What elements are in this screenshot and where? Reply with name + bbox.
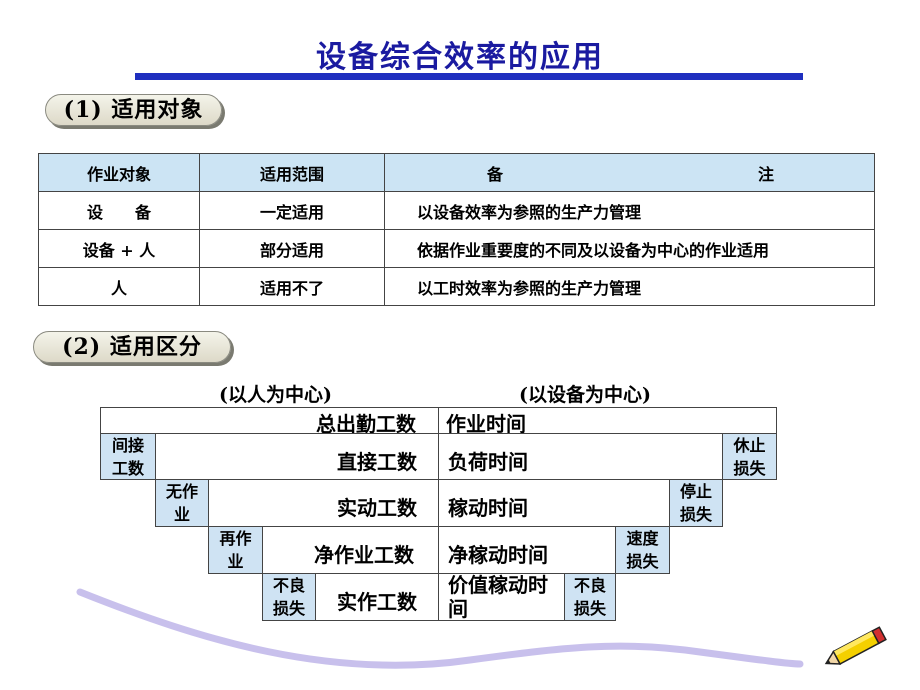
section-1-label: (1) 适用对象	[45, 94, 222, 126]
loss-label: 工数	[111, 458, 144, 478]
pencil-icon	[824, 626, 887, 665]
cell-object: 设 备	[38, 191, 200, 230]
cell-remarks: 以工时效率为参照的生产力管理	[384, 267, 875, 306]
loss-label: 损失	[272, 599, 305, 618]
level-2-left-label: 直接工数	[337, 450, 417, 474]
cell-range: 一定适用	[199, 191, 385, 230]
loss-label: 损失	[573, 599, 606, 618]
loss-defect-right: 不良 损失	[564, 573, 616, 621]
loss-label: 损失	[679, 505, 712, 524]
loss-label: 损失	[626, 552, 659, 571]
section-2-label: (2) 适用区分	[33, 331, 231, 363]
loss-label: 损失	[733, 458, 766, 478]
loss-label: 再作	[219, 529, 252, 548]
loss-label: 不良	[573, 576, 606, 595]
loss-label: 速度	[626, 529, 659, 548]
col-header-object: 作业对象	[38, 153, 200, 192]
loss-label: 无作	[165, 482, 198, 501]
loss-label: 业	[173, 505, 190, 524]
level-3-right-label: 稼动时间	[448, 496, 528, 520]
center-divider	[438, 407, 439, 621]
level-3-box	[208, 479, 670, 527]
loss-no-work: 无作 业	[155, 479, 209, 527]
level-5-right-label: 价值稼动时间	[448, 573, 548, 621]
loss-label: 不良	[272, 576, 305, 595]
level-4-left-label: 净作业工数	[314, 543, 414, 567]
page-title: 设备综合效率的应用	[316, 40, 604, 75]
loss-indirect: 间接 工数	[100, 433, 156, 480]
col-header-remarks-2: 注	[757, 164, 774, 184]
loss-speed: 速度 损失	[615, 526, 670, 574]
title-underline	[135, 73, 803, 80]
table-header-row: 作业对象 适用范围 备 注	[38, 153, 875, 192]
applicability-table: 作业对象 适用范围 备 注 设 备 一定适用 以设备效率为参照的生产力管理 设备…	[38, 153, 875, 306]
loss-stoppage: 停止 损失	[669, 479, 723, 527]
left-header: (以人为中心)	[219, 384, 332, 406]
table-row: 人 适用不了 以工时效率为参照的生产力管理	[38, 267, 875, 306]
loss-label: 休止	[733, 435, 766, 455]
loss-defect-left: 不良 损失	[262, 573, 316, 621]
col-header-remarks-1: 备	[487, 164, 504, 184]
table-row: 设 备 一定适用 以设备效率为参照的生产力管理	[38, 191, 875, 230]
loss-label: 业	[227, 552, 244, 571]
level-1-right-label: 作业时间	[446, 412, 526, 436]
level-4-right-label: 净稼动时间	[448, 543, 548, 567]
col-header-range: 适用范围	[199, 153, 385, 192]
cell-remarks: 以设备效率为参照的生产力管理	[384, 191, 875, 230]
cell-range: 适用不了	[199, 267, 385, 306]
loss-label: 停止	[679, 482, 712, 501]
cell-object: 设备 + 人	[38, 229, 200, 268]
cell-object: 人	[38, 267, 200, 306]
level-2-box	[155, 433, 723, 480]
level-3-left-label: 实动工数	[337, 496, 417, 520]
loss-label: 间接	[111, 435, 144, 455]
level-2-right-label: 负荷时间	[448, 450, 528, 474]
loss-rework: 再作 业	[208, 526, 263, 574]
level-1-left-label: 总出勤工数	[316, 412, 416, 436]
level-5-box	[315, 573, 565, 621]
loss-downtime: 休止 损失	[722, 433, 777, 480]
level-5-left-label: 实作工数	[337, 590, 417, 614]
col-header-remarks: 备 注	[384, 153, 875, 192]
right-header: (以设备为中心)	[519, 384, 651, 406]
